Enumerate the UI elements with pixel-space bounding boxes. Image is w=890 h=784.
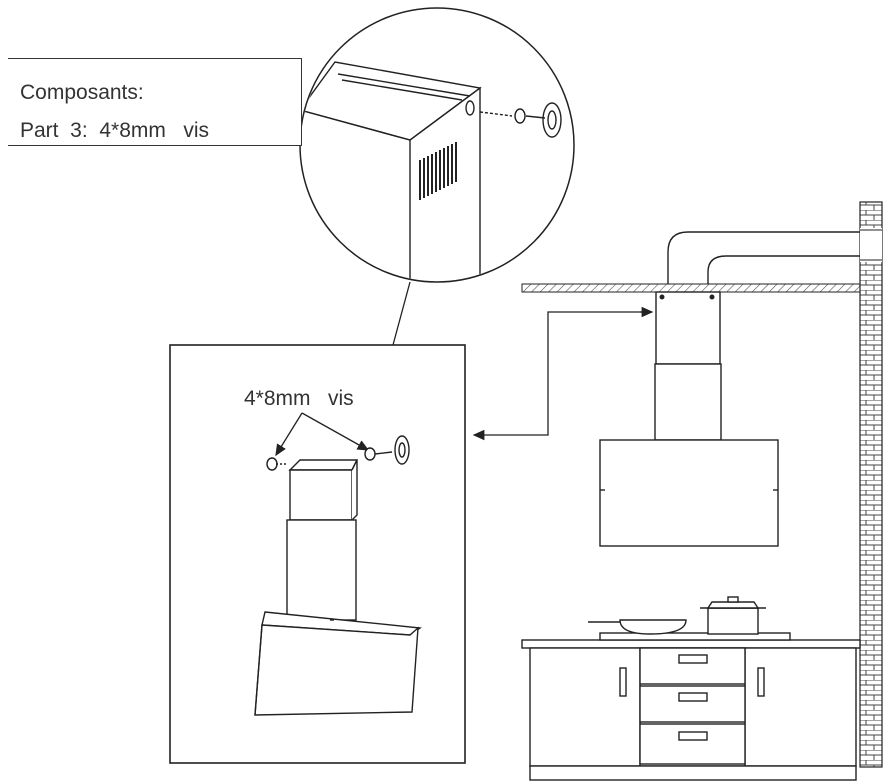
screw-pointer-lines [275, 412, 370, 457]
brick-wall [859, 201, 883, 768]
ceiling-slab [521, 283, 863, 293]
parts-legend [8, 58, 302, 146]
reference-arrow [472, 306, 654, 441]
kitchen-cabinet [521, 639, 861, 781]
legend-part-line: Part 3: 4*8mm vis [20, 119, 210, 142]
right-screw-icon [364, 435, 410, 465]
exhaust-duct [667, 231, 862, 284]
screw-detail-icon [479, 102, 562, 138]
legend-heading: Composants: [20, 81, 144, 104]
zoom-detail-circle [299, 7, 575, 283]
hood-drawing-detail [254, 435, 422, 716]
screw-callout-label: 4*8mm vis [244, 387, 354, 410]
vent-slots-detail [419, 142, 457, 200]
left-screw-icon [266, 457, 288, 471]
installed-hood [599, 291, 779, 547]
cooktop-cookware [588, 596, 791, 641]
